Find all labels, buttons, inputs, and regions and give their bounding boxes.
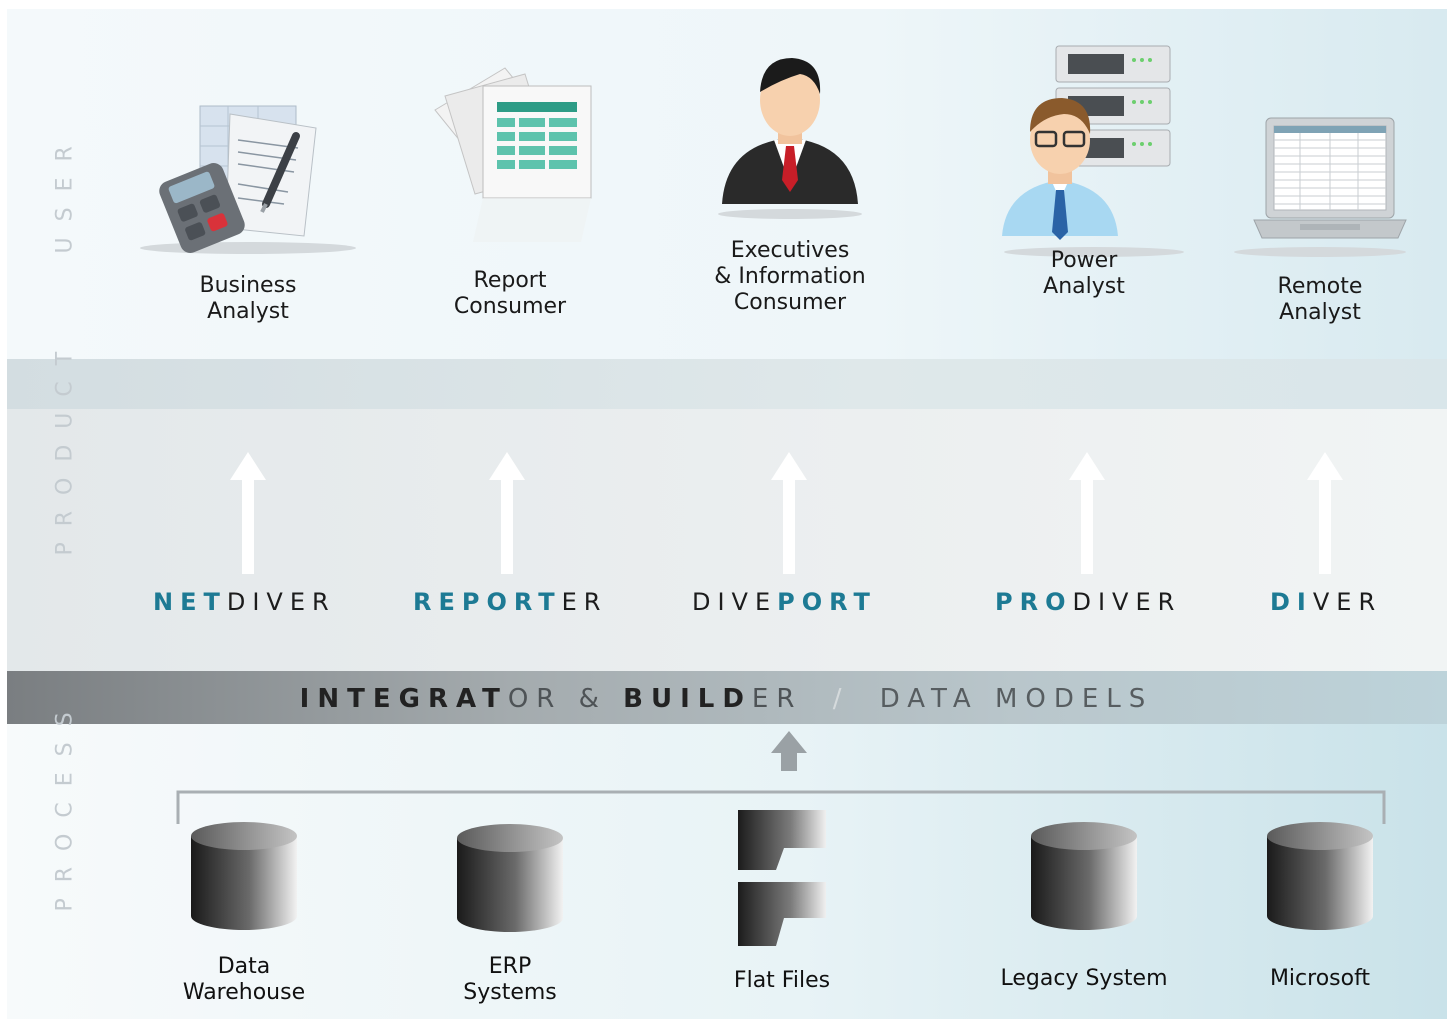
product-band-body bbox=[7, 409, 1447, 671]
source-erp-systems: ERP Systems bbox=[430, 822, 590, 1006]
persona-label-line1: Executives bbox=[730, 238, 850, 263]
persona-label-line1: Power bbox=[1050, 248, 1118, 273]
product-prodiver: PRODIVER bbox=[995, 588, 1181, 616]
source-label-line1: Flat Files bbox=[733, 968, 831, 993]
source-label-line1: Data bbox=[217, 954, 271, 979]
persona-business-analyst: Business Analyst bbox=[128, 100, 368, 325]
integrator-bold: INTEGRAT bbox=[299, 684, 508, 714]
arrow-up-icon bbox=[771, 452, 807, 574]
arrow-up-icon bbox=[1069, 452, 1105, 574]
source-label-line1: ERP bbox=[488, 954, 532, 979]
report-sheets-icon bbox=[434, 67, 592, 242]
product-name-bold: DI bbox=[1270, 588, 1313, 616]
builder-bold: BUILD bbox=[623, 684, 752, 714]
product-band bbox=[7, 359, 1447, 671]
product-diver: DIVER bbox=[1270, 588, 1382, 616]
source-label-line2: Systems bbox=[463, 980, 557, 1005]
product-name-rest: DIVER bbox=[226, 588, 336, 616]
ampersand: & bbox=[578, 684, 607, 714]
persona-label-line3: Consumer bbox=[733, 290, 847, 315]
arrow-up-icon bbox=[771, 731, 807, 771]
product-name-rest: VER bbox=[1312, 588, 1383, 616]
product-name-bold: NET bbox=[153, 588, 227, 616]
data-models-label: DATA MODELS bbox=[879, 684, 1154, 714]
source-label-line1: Legacy System bbox=[1000, 966, 1168, 991]
source-data-warehouse: Data Warehouse bbox=[164, 820, 324, 1006]
arrow-up-icon bbox=[1307, 452, 1343, 574]
persona-label-line1: Business bbox=[199, 273, 297, 298]
source-label-line1: Microsoft bbox=[1269, 966, 1371, 991]
integrator-bar bbox=[7, 671, 1447, 724]
product-name-rest: DIVER bbox=[1072, 588, 1182, 616]
database-cylinder-icon bbox=[1031, 822, 1137, 930]
product-name-rest: ER bbox=[561, 588, 608, 616]
product-diveport: DIVEPORT bbox=[692, 588, 877, 616]
analyst-servers-icon bbox=[1002, 45, 1184, 257]
calculator-report-icon bbox=[140, 105, 356, 254]
persona-label-line2: & Information bbox=[714, 264, 866, 289]
executive-person-icon bbox=[718, 58, 862, 219]
product-name-bold: PORT bbox=[777, 588, 877, 616]
product-name-plain: DIVE bbox=[692, 588, 778, 616]
product-reporter: REPORTER bbox=[413, 588, 607, 616]
persona-label-line2: Analyst bbox=[207, 299, 289, 324]
sources-bracket bbox=[176, 790, 1386, 824]
arrow-up-icon bbox=[489, 452, 525, 574]
source-microsoft: Microsoft bbox=[1240, 820, 1400, 992]
section-label-product: PRODUCT bbox=[53, 336, 78, 556]
section-label-user: USER bbox=[52, 130, 78, 254]
product-band-top bbox=[7, 359, 1447, 409]
source-flat-files: Flat Files bbox=[702, 808, 862, 994]
persona-executives: Executives & Information Consumer bbox=[680, 44, 900, 316]
database-cylinder-icon bbox=[191, 822, 297, 930]
arrow-up-icon bbox=[230, 452, 266, 574]
persona-report-consumer: Report Consumer bbox=[400, 62, 620, 320]
persona-label-line1: Remote bbox=[1277, 274, 1363, 299]
product-name-bold: PRO bbox=[995, 588, 1073, 616]
product-netdiver: NETDIVER bbox=[153, 588, 336, 616]
product-name-bold: REPORT bbox=[413, 588, 562, 616]
persona-label-line2: Consumer bbox=[453, 294, 567, 319]
persona-power-analyst: Power Analyst bbox=[984, 40, 1184, 300]
section-label-process: PROCESS bbox=[53, 696, 78, 911]
flat-files-icon bbox=[738, 810, 826, 946]
builder-rest: ER bbox=[751, 684, 803, 714]
integrator-rest: OR bbox=[507, 684, 563, 714]
database-cylinder-icon bbox=[457, 824, 563, 932]
persona-label-line2: Analyst bbox=[1279, 300, 1361, 325]
persona-label-line1: Report bbox=[473, 268, 547, 293]
database-cylinder-icon bbox=[1267, 822, 1373, 930]
integrator-builder-title: INTEGRATOR & BUILDER / DATA MODELS bbox=[0, 684, 1453, 714]
persona-label-line2: Analyst bbox=[1043, 274, 1125, 299]
source-label-line2: Warehouse bbox=[182, 980, 306, 1005]
source-legacy-system: Legacy System bbox=[984, 820, 1184, 992]
laptop-icon bbox=[1234, 117, 1407, 257]
separator-slash: / bbox=[832, 684, 850, 714]
persona-remote-analyst: Remote Analyst bbox=[1220, 112, 1420, 326]
